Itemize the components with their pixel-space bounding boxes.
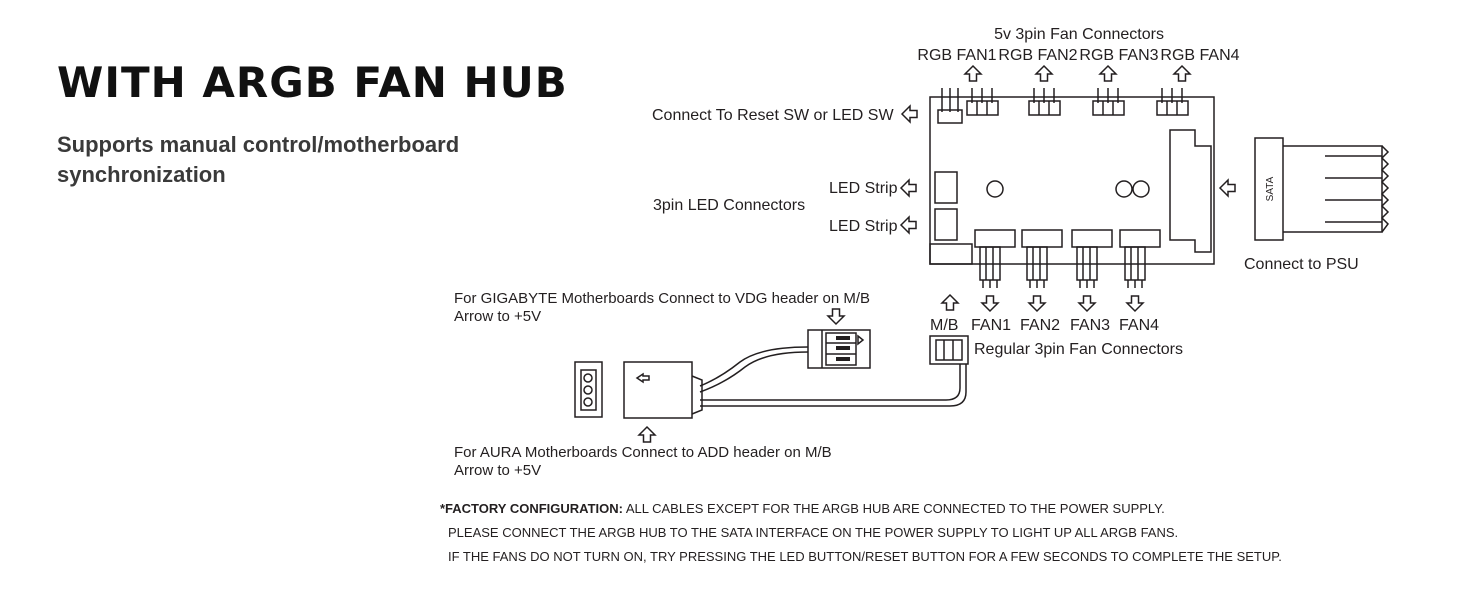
fan2-label: FAN2 bbox=[1020, 317, 1060, 334]
aura-arrow-icon bbox=[638, 426, 656, 443]
fan3-arrow-icon bbox=[1078, 295, 1096, 312]
fan2-arrow-icon bbox=[1028, 295, 1046, 312]
sata-socket bbox=[1169, 129, 1212, 253]
led-strip-2-label: LED Strip bbox=[829, 218, 898, 235]
rgb-fan4-header bbox=[1156, 88, 1189, 116]
fan3-connector bbox=[1071, 229, 1113, 288]
factory-configuration-notes: *FACTORY CONFIGURATION: ALL CABLES EXCEP… bbox=[440, 497, 1440, 569]
gigabyte-note: For GIGABYTE Motherboards Connect to VDG… bbox=[454, 290, 870, 307]
led-strip-1-arrow-icon bbox=[900, 179, 917, 197]
led-strip-port-1 bbox=[934, 171, 958, 204]
reset-switch-arrow-icon bbox=[901, 105, 918, 123]
fan1-label: FAN1 bbox=[971, 317, 1011, 334]
aura-arrow-note: Arrow to +5V bbox=[454, 462, 541, 479]
rgb-fan4-arrow-icon bbox=[1173, 65, 1191, 82]
argb-hub-board bbox=[929, 88, 1215, 288]
note-line-1-text: ALL CABLES EXCEPT FOR THE ARGB HUB ARE C… bbox=[622, 501, 1165, 516]
page-subtitle: Supports manual control/motherboard sync… bbox=[57, 132, 460, 187]
regular-fan-connectors-label: Regular 3pin Fan Connectors bbox=[974, 341, 1183, 358]
note-line-1: *FACTORY CONFIGURATION: ALL CABLES EXCEP… bbox=[440, 497, 1440, 521]
led-connectors-label: 3pin LED Connectors bbox=[653, 197, 805, 214]
sata-plug-label: SATA bbox=[1265, 176, 1276, 201]
rgb-fan1-label: RGB FAN1 bbox=[917, 47, 996, 64]
gigabyte-arrow-icon bbox=[827, 308, 845, 325]
rgb-fan2-label: RGB FAN2 bbox=[998, 47, 1077, 64]
fan-connectors-group-label: 5v 3pin Fan Connectors bbox=[994, 26, 1164, 43]
rgb-fan3-label: RGB FAN3 bbox=[1079, 47, 1158, 64]
rgb-fan1-header bbox=[966, 88, 999, 116]
gigabyte-vdg-connector bbox=[807, 329, 871, 369]
mb-label: M/B bbox=[930, 317, 958, 334]
note-line-2: PLEASE CONNECT THE ARGB HUB TO THE SATA … bbox=[448, 525, 1179, 540]
aura-note: For AURA Motherboards Connect to ADD hea… bbox=[454, 444, 832, 461]
fan1-connector bbox=[974, 229, 1016, 288]
note-prefix: *FACTORY CONFIGURATION: bbox=[440, 501, 623, 516]
gigabyte-arrow-note: Arrow to +5V bbox=[454, 308, 541, 325]
psu-arrow-icon bbox=[1219, 179, 1236, 197]
note-line-3: IF THE FANS DO NOT TURN ON, TRY PRESSING… bbox=[448, 549, 1282, 564]
led-strip-2-arrow-icon bbox=[900, 216, 917, 234]
rgb-fan2-arrow-icon bbox=[1035, 65, 1053, 82]
argb-splitter-connector bbox=[623, 361, 703, 419]
fan1-arrow-icon bbox=[981, 295, 999, 312]
rgb-fan3-header bbox=[1092, 88, 1125, 116]
argb-cables bbox=[699, 346, 967, 407]
rgb-fan2-header bbox=[1028, 88, 1061, 116]
rgb-fan3-arrow-icon bbox=[1099, 65, 1117, 82]
reset-switch-label: Connect To Reset SW or LED SW bbox=[652, 107, 894, 124]
fan2-connector bbox=[1021, 229, 1063, 288]
mb-fan-connector bbox=[929, 335, 969, 365]
mb-arrow-icon bbox=[941, 294, 959, 311]
led-strip-1-label: LED Strip bbox=[829, 180, 898, 197]
argb-motherboard-header bbox=[574, 361, 603, 418]
fan4-label: FAN4 bbox=[1119, 317, 1159, 334]
rgb-fan1-arrow-icon bbox=[964, 65, 982, 82]
sata-power-plug bbox=[1254, 137, 1390, 241]
led-strip-port-2 bbox=[934, 208, 958, 241]
page-title: WITH ARGB FAN HUB bbox=[57, 58, 568, 107]
fan3-label: FAN3 bbox=[1070, 317, 1110, 334]
fan4-arrow-icon bbox=[1126, 295, 1144, 312]
rgb-fan4-label: RGB FAN4 bbox=[1160, 47, 1239, 64]
psu-label: Connect to PSU bbox=[1244, 256, 1359, 273]
fan4-connector bbox=[1119, 229, 1161, 288]
